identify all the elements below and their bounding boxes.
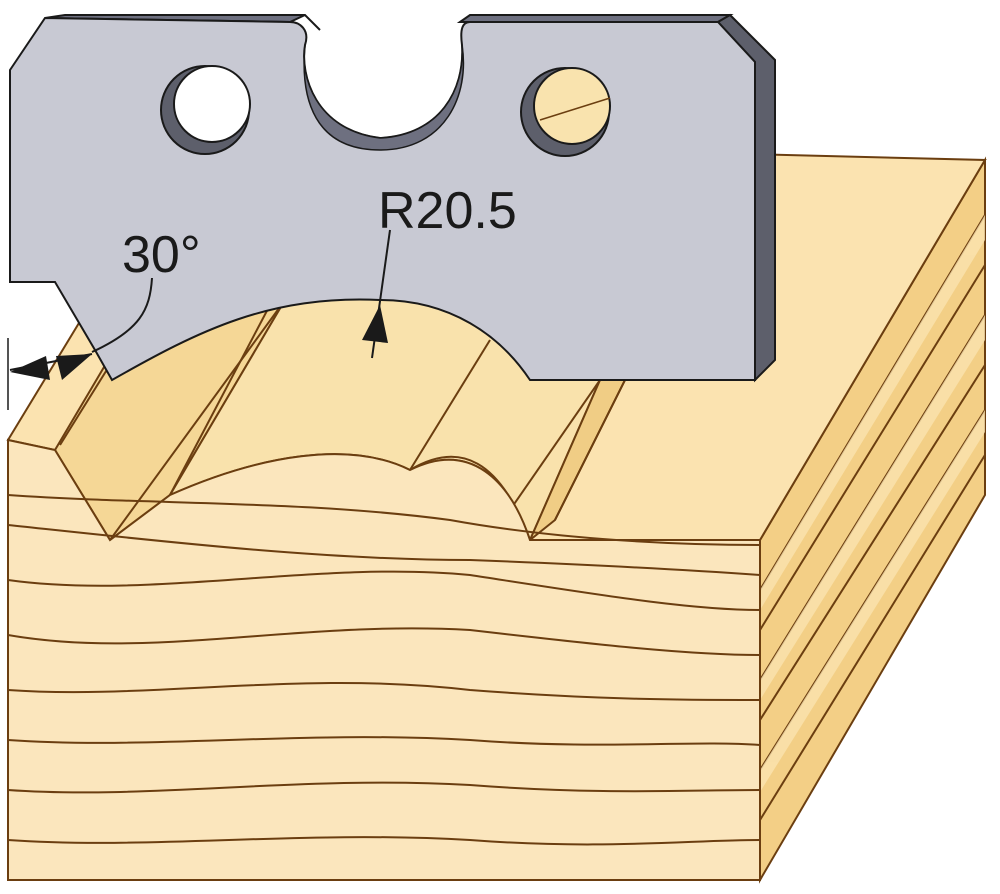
angle-arrowhead-left xyxy=(10,356,50,380)
radius-label: R20.5 xyxy=(378,182,517,240)
wood-front-face xyxy=(7,438,761,881)
blade-top-edge-right xyxy=(456,14,734,23)
wood-top-grain xyxy=(59,139,626,541)
angle-label: 30° xyxy=(122,226,201,284)
angle-dimension: 30° xyxy=(7,226,201,410)
mounting-hole-right xyxy=(520,67,611,157)
profile-knife xyxy=(9,13,776,383)
wood-side-stripes xyxy=(760,215,985,792)
blade-notch-shadow xyxy=(303,44,465,151)
wood-front-grain xyxy=(7,494,761,846)
radius-dimension: R20.5 xyxy=(362,182,517,359)
radius-arrowhead xyxy=(362,305,388,343)
angle-arrowhead-right xyxy=(56,354,92,380)
mounting-hole-left xyxy=(160,65,251,155)
angle-arc xyxy=(91,277,153,353)
